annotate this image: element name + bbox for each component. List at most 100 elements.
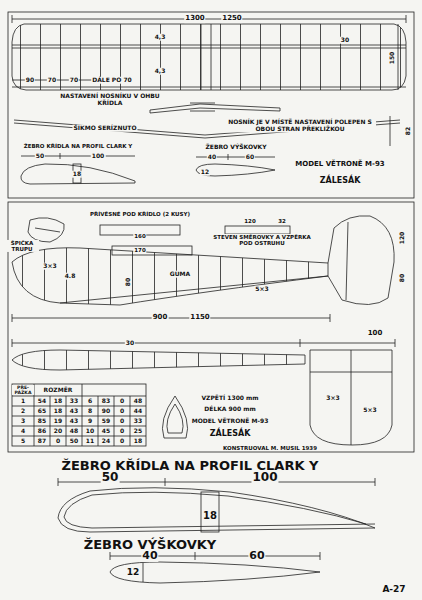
wing-rib [58,478,375,532]
plan-label: 8 [87,408,93,415]
plan-label: 900 [152,314,169,322]
plan-label: 11 [85,438,95,445]
plan-label: 86 [37,428,47,435]
plan-label: ŽEBRO VÝŠKOVKY [204,144,267,151]
plan-label: 4 [20,428,26,435]
plan-label: 30 [125,340,135,347]
plan-label: 18 [72,171,82,178]
plan-label: 44 [133,408,143,415]
plan-label: 70 [69,77,79,84]
plan-label: KONSTRUOVAL M. MUSIL 1939 [222,445,318,451]
plan-label: 43 [69,418,79,425]
wing-rib-small [21,153,135,184]
plan-label: 160 [133,233,146,239]
plan-label: 33 [133,418,143,425]
plan-label: GUMA [169,271,191,278]
plan-label: 40 [207,154,217,161]
plan-label: A-27 [381,585,406,595]
plan-label: 60 [248,550,265,562]
sheet-frame [8,12,414,198]
former-sketch [162,396,187,438]
plan-label: 18 [202,510,218,521]
sheet-frame [8,202,414,452]
plan-label: 1300 [184,15,205,23]
plan-label: 43 [69,408,79,415]
elevator-rib-small [196,154,275,176]
plan-label: 1250 [221,15,242,23]
fuselage-side [12,216,394,322]
plan-label: 32 [277,218,287,224]
plan-label: 170 [133,247,146,253]
former-table [12,384,146,446]
plan-label: 12 [200,169,210,176]
plan-label: 20 [53,428,63,435]
plan-label: NASTAVENÍ NOSNÍKU V OHBU KŘÍDLA [49,93,171,106]
plan-label: ZÁLESÁK [319,177,362,186]
plan-label: 120 [243,218,256,224]
plan-label: 40 [141,550,158,562]
plan-label: 9 [87,418,93,425]
plan-label: 3×3 [42,263,57,270]
plan-label: 18 [133,438,143,445]
plan-label: 2 [20,408,26,415]
plan-label: 0 [119,398,125,405]
plan-label: 45 [101,428,111,435]
plan-label: 12 [126,568,141,578]
plan-label: ŽEBRO KŘÍDLA NA PROFIL CLARK Y [23,143,134,149]
plan-label: 18 [53,398,63,405]
plan-label: 10 [85,428,95,435]
plan-label: 90 [25,77,35,84]
plan-label: 83 [101,398,111,405]
plan-label: 85 [37,418,47,425]
plan-label: ŠPIČKA TRUPU [5,240,39,252]
plan-label: 90 [101,408,111,415]
plan-label: 6 [87,398,93,405]
plan-label: MODEL VĚTRONĚ M-93 [294,161,385,169]
plan-label: 65 [37,408,47,415]
plan-label: 54 [37,398,47,405]
plan-label: 50 [69,438,79,445]
plan-label: 30 [340,37,350,44]
plan-label: 19 [53,418,63,425]
plan-label: PŘE-PÁŽKA [12,385,34,395]
plan-label: 1150 [189,314,210,322]
plan-label: 80 [399,273,406,283]
plan-label: 24 [101,438,111,445]
plan-label: 3×3 [325,395,340,402]
plan-label: 18 [53,408,63,415]
plan-label: 60 [245,154,255,161]
plan-label: DÉLKA 900 mm [203,406,256,413]
plan-label: PŘÍVĚSNÉ POD KŘÍDLO (2 KUSY) [84,211,196,217]
plan-label: 150 [389,51,396,66]
plan-label: 4,3 [154,34,167,41]
plan-label: 80 [125,277,132,287]
plan-label: 70 [47,77,57,84]
fuselage-top [12,339,395,445]
plan-label: 0 [119,428,125,435]
wing-plan [12,15,406,90]
plan-label: 25 [133,428,143,435]
plan-label: NOSNÍK JE V MÍSTĚ NASTAVENÍ POLEPEN S OB… [224,119,376,132]
plan-label: 1 [20,398,26,405]
plan-label: DÁLE PO 70 [91,77,133,84]
plan-label: 50 [101,471,120,484]
plan-label: 0 [119,408,125,415]
plan-label: 4.8 [64,273,77,280]
plan-label: MODEL VĚTRONĚ M-93 [191,418,270,425]
plan-label: ŽEBRO KŘÍDLA NA PROFIL CLARK Y [61,459,320,473]
plan-label: 48 [69,428,79,435]
plan-label: 33 [69,398,79,405]
plan-label: 82 [405,126,412,136]
plan-label: 0 [119,418,125,425]
plan-label: 4,3 [154,68,167,75]
plan-label: ROZMĚR [43,387,74,394]
wing-front-view [14,116,400,146]
plan-label: 0 [119,438,125,445]
plan-label: 5 [20,438,26,445]
plan-label: 100 [367,330,384,338]
plan-label: 5×3 [362,407,377,414]
plan-label: 5×3 [254,286,269,293]
plan-label: 59 [101,418,111,425]
plan-label: 100 [251,471,278,484]
plan-label: STEVEN SMĚROVKY A VZPĚRKA POD OSTRUHU [206,234,318,246]
